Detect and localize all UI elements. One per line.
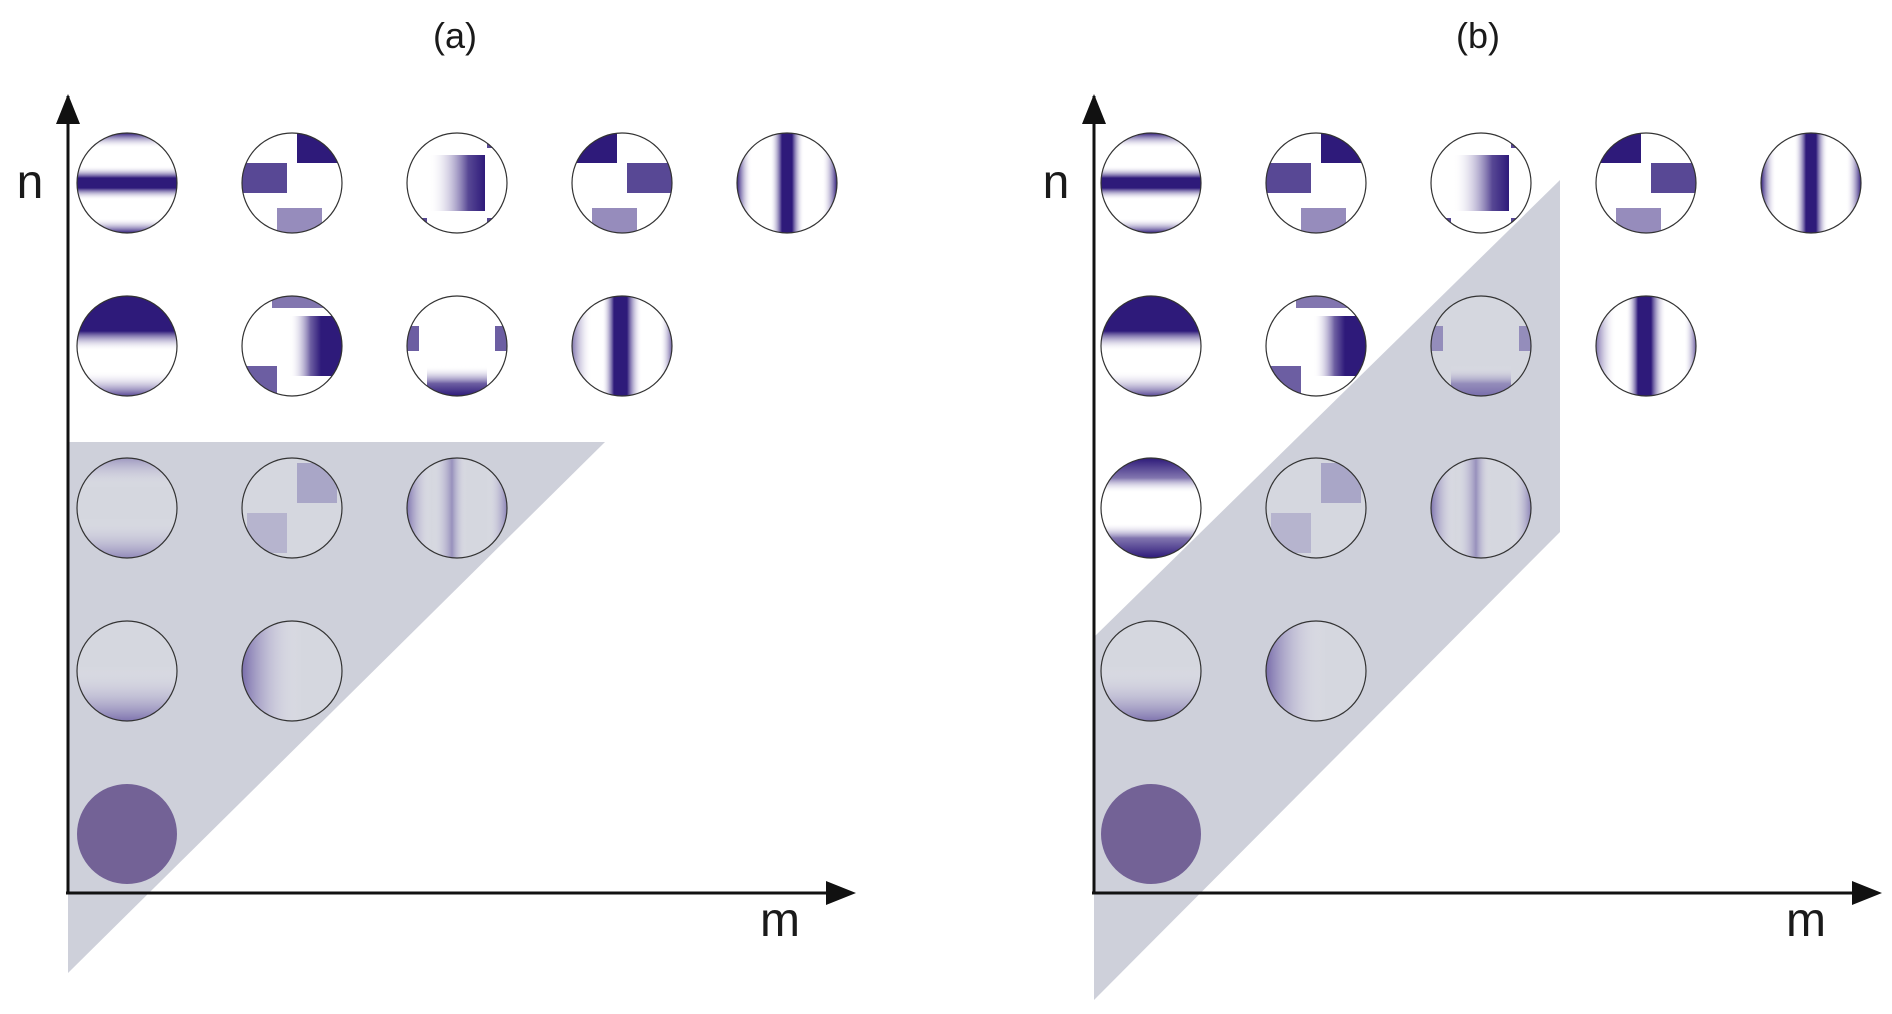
mode-disk-horizontal-edge-lobes [1100, 457, 1202, 559]
panel-b-x-axis-label: m [1786, 894, 1826, 947]
panel-a: (a) n m [17, 15, 856, 973]
mode-disk-lower-half-lobe [1430, 295, 1532, 397]
mode-disk-lower-gradient [76, 620, 178, 722]
mode-disk-right-half-lobe [1265, 295, 1367, 397]
panel-b-highlight-band [1094, 180, 1560, 1000]
mode-disk-uniform-disk [77, 784, 177, 884]
panel-b-y-arrow-icon [1082, 94, 1106, 124]
mode-disk-left-gradient [241, 620, 343, 722]
mode-disk-vertical-three-band [736, 132, 838, 234]
mode-disk-square-core [406, 132, 508, 234]
panel-a-x-axis-label: m [760, 894, 800, 947]
mode-disk-diagonal-faint [1265, 457, 1367, 559]
panel-a-x-arrow-icon [826, 881, 856, 905]
mode-disk-vertical-two-band-faint [1430, 457, 1532, 559]
mode-disk-uniform-disk [1101, 784, 1201, 884]
mode-disk-horizontal-two-band [76, 295, 178, 397]
mode-disk-diagonal-split [241, 132, 343, 234]
mode-disk-vertical-two-band [571, 295, 673, 397]
mode-disk-lower-half-lobe [406, 295, 508, 397]
mode-disk-horizontal-three-band [76, 132, 178, 234]
mode-disk-horizontal-two-band-faint [76, 457, 178, 559]
panel-b-label: (b) [1456, 15, 1500, 56]
mode-disk-diagonal-split-mirrored [571, 132, 673, 234]
mode-disk-lower-gradient [1100, 620, 1202, 722]
panel-a-y-axis-label: n [17, 156, 44, 209]
mode-disk-horizontal-two-band [1100, 295, 1202, 397]
mode-disk-diagonal-split-mirrored [1595, 132, 1697, 234]
mode-disk-horizontal-three-band [1100, 132, 1202, 234]
panel-a-highlight-triangle [68, 442, 605, 973]
mode-disk-right-half-lobe [241, 295, 343, 397]
panel-b-x-arrow-icon [1852, 881, 1882, 905]
mode-disk-square-core [1430, 132, 1532, 234]
mode-disk-vertical-two-band [1595, 295, 1697, 397]
mode-disk-diagonal-faint [241, 457, 343, 559]
panel-b: (b) n m [1043, 15, 1882, 1000]
panel-b-y-axis-label: n [1043, 156, 1070, 209]
mode-disk-vertical-three-band [1760, 132, 1862, 234]
mode-disk-diagonal-split [1265, 132, 1367, 234]
panel-a-label: (a) [433, 15, 477, 56]
panel-a-y-arrow-icon [56, 94, 80, 124]
panel-a-modes [76, 132, 838, 884]
mode-disk-left-gradient [1265, 620, 1367, 722]
mode-disk-vertical-two-band-faint [406, 457, 508, 559]
